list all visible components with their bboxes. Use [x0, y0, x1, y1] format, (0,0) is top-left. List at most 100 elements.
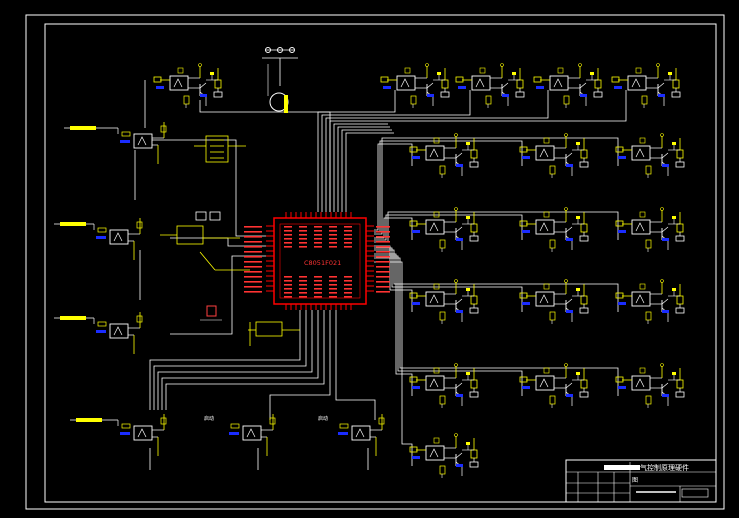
- optocoupler-icon: [242, 425, 262, 441]
- wire: [199, 100, 331, 212]
- optocoupler-icon: [109, 323, 129, 339]
- resistor-icon: [409, 376, 418, 383]
- resistor-icon: [439, 395, 446, 405]
- mcu-label: C8051F021: [304, 259, 341, 267]
- relay-driver-module: [409, 279, 479, 324]
- input-terminal: [60, 316, 86, 320]
- optocoupler-icon: [133, 425, 153, 441]
- relay-driver-module: [519, 363, 589, 408]
- transformer-icon: [262, 47, 298, 113]
- channel-label-1: 启动: [204, 415, 214, 422]
- resistor-icon: [615, 292, 624, 299]
- sheet-label: 图: [632, 477, 638, 484]
- wire: [269, 310, 331, 420]
- optocoupler-icon: [535, 375, 555, 391]
- relay-driver-module: [153, 63, 223, 108]
- reset-circuit: [160, 211, 250, 271]
- optocoupler-icon: [169, 75, 189, 91]
- input-terminal: [60, 222, 86, 226]
- mcu-chip: C8051F021: [244, 212, 390, 310]
- resistor-icon: [378, 417, 385, 425]
- outer-frame: [25, 14, 725, 510]
- resistor-icon: [519, 146, 528, 153]
- input-isolation-module: [229, 414, 276, 456]
- wire: [374, 253, 413, 396]
- module-layer: [153, 63, 685, 478]
- power-connector: [194, 135, 246, 163]
- optocoupler-icon: [471, 75, 491, 91]
- resistor-icon: [615, 376, 624, 383]
- optocoupler-icon: [425, 145, 445, 161]
- optocoupler-icon: [631, 145, 651, 161]
- resistor-icon: [160, 417, 167, 425]
- resistor-icon: [410, 95, 417, 105]
- optocoupler-icon: [549, 75, 569, 91]
- input-isolation-module: [54, 218, 143, 260]
- wire: [374, 261, 413, 466]
- optocoupler-icon: [627, 75, 647, 91]
- wire: [157, 310, 313, 410]
- inner-frame: [44, 23, 717, 503]
- wire: [374, 143, 413, 231]
- resistor-icon: [611, 76, 620, 83]
- wire: [161, 310, 319, 410]
- optocoupler-icon: [631, 291, 651, 307]
- mcu-pins: [244, 212, 390, 310]
- resistor-icon: [409, 446, 418, 453]
- resistor-icon: [97, 321, 107, 327]
- input-terminal: [70, 126, 96, 130]
- channel-label-2: 启动: [318, 415, 328, 422]
- optocoupler-icon: [109, 229, 129, 245]
- regulator-block: [248, 321, 300, 346]
- resistor-icon: [641, 95, 648, 105]
- relay-driver-module: [519, 133, 589, 178]
- resistor-icon: [380, 76, 389, 83]
- relay-driver-module: [611, 63, 681, 108]
- wire: [153, 310, 307, 410]
- drawing-title: 气控制原理硬件: [640, 463, 689, 472]
- resistor-icon: [645, 239, 652, 249]
- optocoupler-icon: [631, 219, 651, 235]
- resistor-icon: [549, 165, 556, 175]
- resistor-icon: [136, 221, 143, 229]
- input-isolation-module: [70, 414, 167, 456]
- resistor-icon: [563, 95, 570, 105]
- optocoupler-icon: [425, 445, 445, 461]
- resistor-icon: [519, 376, 528, 383]
- input-isolation-module: [64, 122, 167, 164]
- resistor-icon: [183, 95, 190, 105]
- optocoupler-icon: [535, 145, 555, 161]
- relay-driver-module: [615, 363, 685, 408]
- resistor-icon: [549, 239, 556, 249]
- resistor-icon: [409, 292, 418, 299]
- resistor-icon: [97, 227, 107, 233]
- resistor-icon: [136, 315, 143, 323]
- optocoupler-icon: [425, 291, 445, 307]
- resistor-icon: [439, 165, 446, 175]
- wire: [386, 90, 627, 122]
- wire: [345, 132, 394, 212]
- input-isolation-module: [54, 312, 143, 354]
- wire: [380, 90, 396, 113]
- wire: [337, 126, 390, 212]
- resistor-icon: [645, 395, 652, 405]
- resistor-icon: [645, 311, 652, 321]
- relay-driver-module: [409, 363, 479, 408]
- optocoupler-icon: [631, 375, 651, 391]
- resistor-icon: [409, 146, 418, 153]
- resistor-icon: [121, 423, 131, 429]
- resistor-icon: [645, 165, 652, 175]
- wire: [341, 129, 392, 212]
- relay-driver-module: [533, 63, 603, 108]
- resistor-icon: [519, 292, 528, 299]
- wire: [335, 310, 376, 420]
- wire: [325, 117, 384, 212]
- resistor-icon: [533, 76, 542, 83]
- resistor-icon: [439, 465, 446, 475]
- relay-driver-module: [615, 207, 685, 252]
- resistor-icon: [485, 95, 492, 105]
- relay-driver-module: [455, 63, 525, 108]
- wire: [374, 214, 523, 241]
- input-channel-layer: [54, 122, 385, 456]
